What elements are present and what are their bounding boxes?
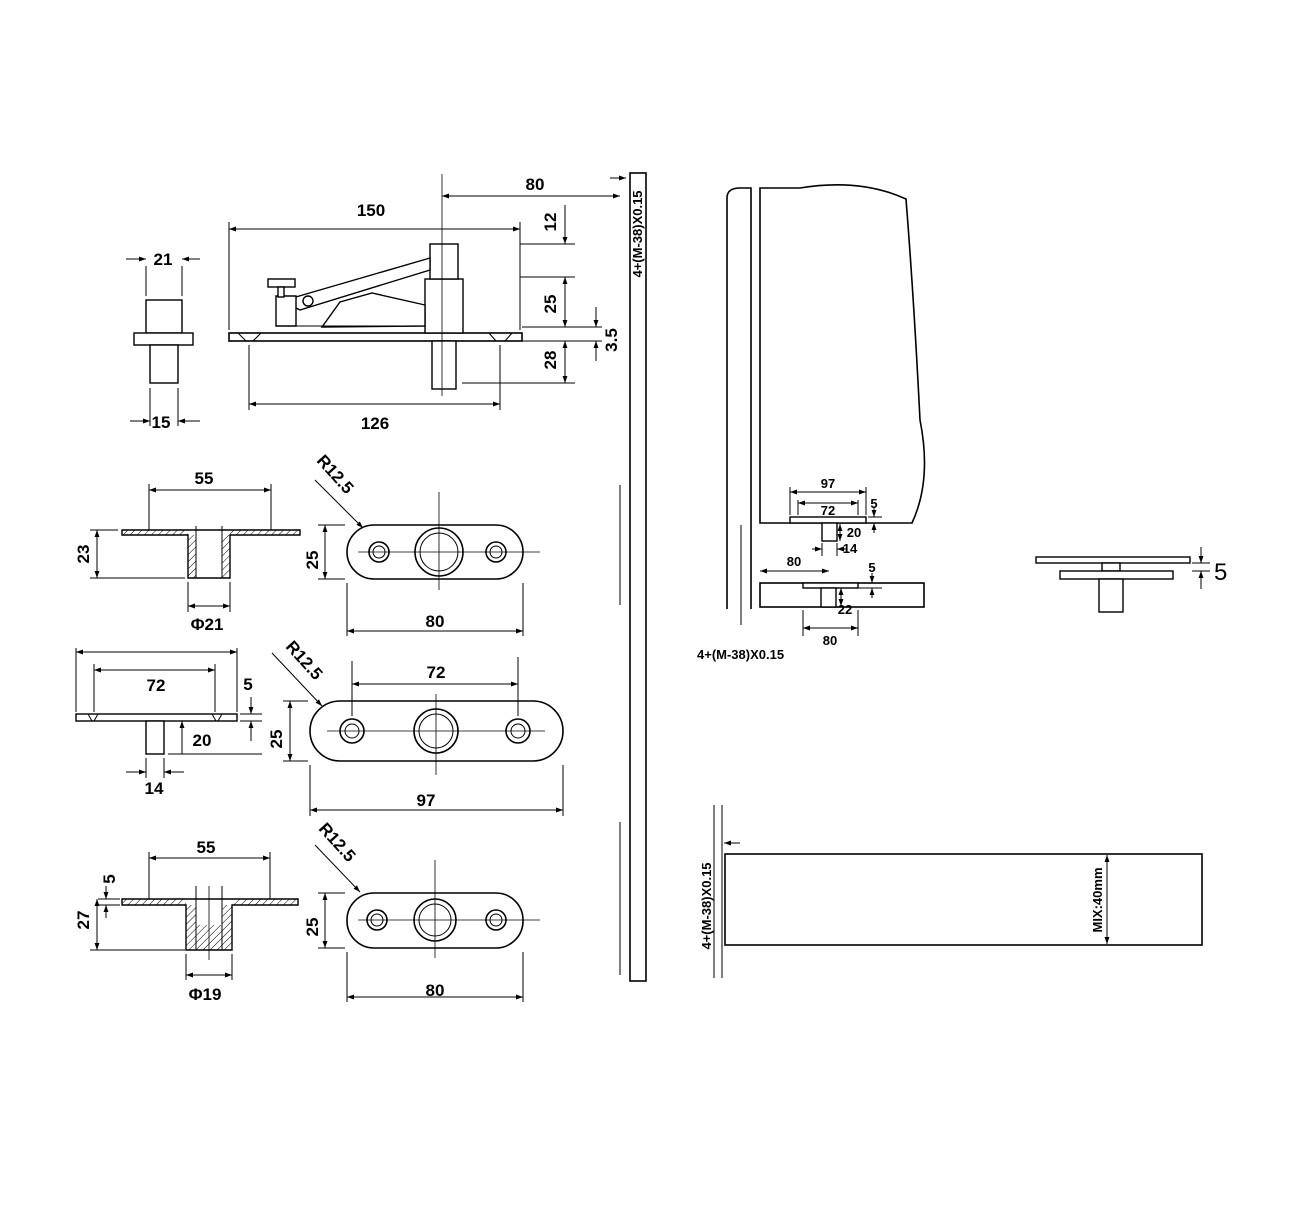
- dim-72: 72: [147, 676, 166, 695]
- dim-phi21: Φ21: [191, 615, 224, 634]
- dim-5: 5: [243, 675, 252, 694]
- glass-strip: 4+(M-38)X0.15: [619, 172, 647, 982]
- door-dim-80-bottom: 80: [823, 633, 837, 648]
- socket-a-section: 55 23 Φ21: [74, 469, 301, 634]
- socket-c-section: 55 5 27 Φ19: [74, 838, 299, 1004]
- door-dim-5-top: 5: [870, 496, 877, 511]
- frame-bottom: MIX:40mm 4+(M-38)X0.15: [699, 805, 1203, 978]
- mix-note: MIX:40mm: [1090, 867, 1105, 932]
- dim-126: 126: [361, 414, 389, 433]
- door-dim-14: 14: [843, 541, 858, 556]
- door-dim-5-mid: 5: [868, 560, 875, 575]
- dim-25: 25: [541, 295, 560, 314]
- pin-part: 21 15: [126, 250, 200, 432]
- door-installation: 97 72 5 20 14 80 5 22 80 4+(M-38)X0.15: [697, 184, 926, 662]
- socket-b-plate: 72 R12.5 25 97: [267, 637, 564, 816]
- door-dim-97: 97: [821, 476, 835, 491]
- dim-55: 55: [195, 469, 214, 488]
- pivot-assembly: 150 80 12 25 3.5 28 126: [228, 174, 626, 433]
- dim-80: 80: [426, 612, 445, 631]
- dim-72-plate: 72: [427, 663, 446, 682]
- dim-25-b: 25: [267, 730, 286, 749]
- dim-55-c: 55: [197, 838, 216, 857]
- frame-glass-note: 4+(M-38)X0.15: [699, 862, 714, 949]
- dim-phi19: Φ19: [189, 985, 222, 1004]
- socket-a-plate: R12.5 25 80: [303, 451, 540, 636]
- door-dim-72: 72: [821, 503, 835, 518]
- dim-25-c: 25: [303, 918, 322, 937]
- side-dim-5: 5: [1214, 559, 1227, 586]
- dim-80: 80: [526, 175, 545, 194]
- dim-97: 97: [417, 791, 436, 810]
- door-dim-22: 22: [838, 602, 852, 617]
- socket-c-plate: R12.5 25 80: [303, 819, 540, 1002]
- dim-5-c: 5: [100, 874, 119, 883]
- dim-r12-5-b: R12.5: [282, 637, 326, 683]
- door-dim-80-left: 80: [787, 554, 801, 569]
- dim-27: 27: [74, 911, 93, 930]
- dim-21: 21: [154, 250, 173, 269]
- door-dim-20: 20: [847, 525, 861, 540]
- dim-14: 14: [145, 779, 164, 798]
- dim-20: 20: [193, 731, 212, 750]
- dim-r12-5: R12.5: [313, 451, 357, 497]
- dim-28: 28: [541, 351, 560, 370]
- dim-12: 12: [541, 213, 560, 232]
- dim-3-5: 3.5: [602, 328, 621, 352]
- dim-r12-5-c: R12.5: [315, 819, 359, 865]
- dim-15: 15: [152, 413, 171, 432]
- dim-25: 25: [303, 551, 322, 570]
- dim-150: 150: [357, 201, 385, 220]
- glass-note-strip: 4+(M-38)X0.15: [630, 190, 645, 277]
- dim-80-c: 80: [426, 981, 445, 1000]
- dim-23: 23: [74, 545, 93, 564]
- door-glass-note: 4+(M-38)X0.15: [697, 647, 784, 662]
- socket-b-side: 72 5 20 14: [75, 648, 262, 798]
- side-detail: 5: [1035, 547, 1227, 613]
